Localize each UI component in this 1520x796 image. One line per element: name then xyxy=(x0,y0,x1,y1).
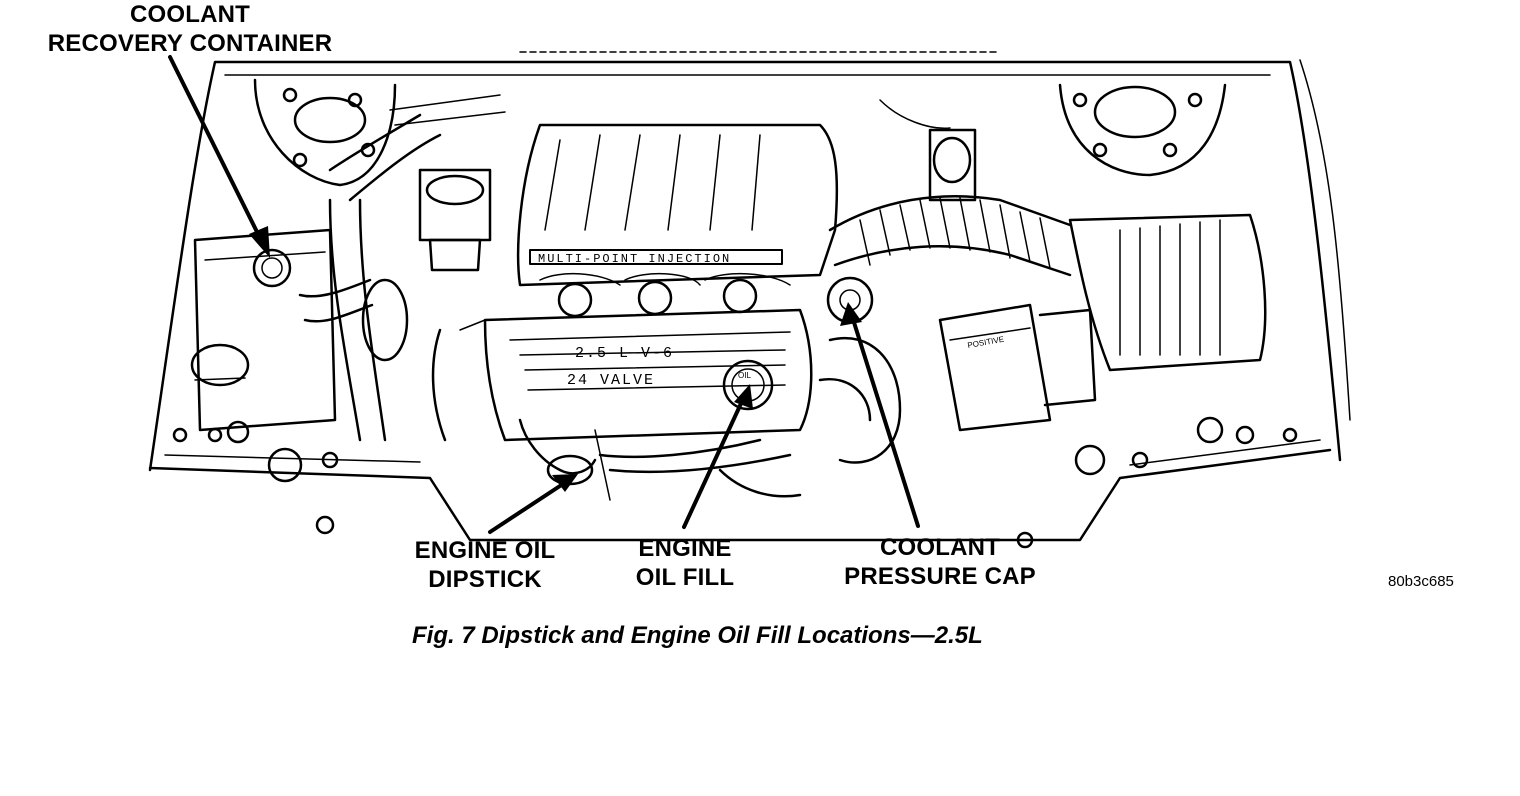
engine-oil-fill-label: ENGINE OIL FILL xyxy=(610,534,760,592)
label-line: PRESSURE CAP xyxy=(844,563,1036,590)
coolant-pressure-cap-label: COOLANT PRESSURE CAP xyxy=(835,533,1045,591)
dipstick-area xyxy=(518,418,802,501)
label-line: OIL FILL xyxy=(635,564,735,591)
dipstick-arrowhead xyxy=(552,474,578,492)
figure-caption: Fig. 7 Dipstick and Engine Oil Fill Loca… xyxy=(412,622,983,649)
dipstick-leader xyxy=(488,480,568,534)
label-line: DIPSTICK xyxy=(428,566,542,593)
displacement-marking: 2.5 L V-6 xyxy=(575,345,674,362)
coolant-recovery-container-label: COOLANT RECOVERY CONTAINER xyxy=(20,0,360,58)
label-line: ENGINE OIL xyxy=(414,537,556,564)
body-outline xyxy=(148,51,1351,542)
right-strut-tower xyxy=(1058,83,1227,177)
engine-oil-dipstick-label: ENGINE OIL DIPSTICK xyxy=(395,536,575,594)
oil-fill-arrowhead xyxy=(734,384,753,409)
label-line: ENGINE xyxy=(638,535,732,562)
fasteners xyxy=(172,416,1298,549)
label-line: RECOVERY CONTAINER xyxy=(47,30,333,57)
figure-id: 80b3c685 xyxy=(1388,573,1454,590)
coolant-recovery-arrowhead xyxy=(249,226,270,258)
coolant-recovery-leader xyxy=(168,55,264,244)
right-hose xyxy=(818,336,902,464)
arrowheads xyxy=(249,226,862,492)
label-line: COOLANT xyxy=(129,1,251,28)
valve-cover xyxy=(431,308,813,442)
intake-plenum xyxy=(516,123,839,318)
label-line: COOLANT xyxy=(879,534,1001,561)
power-distribution-center xyxy=(938,303,1097,432)
pressure-cap-arrowhead xyxy=(840,302,862,326)
valves-marking: 24 VALVE xyxy=(567,372,655,389)
leader-lines xyxy=(168,55,920,534)
oil-fill-leader xyxy=(682,395,746,529)
air-intake-duct xyxy=(828,195,1072,277)
pressure-cap-leader xyxy=(850,314,920,528)
left-hoses xyxy=(298,94,506,442)
oil-cap-marking: OIL xyxy=(738,371,751,380)
left-strut-tower xyxy=(253,78,397,187)
brake-master-cylinder xyxy=(418,168,492,272)
coolant-recovery-container xyxy=(190,228,337,432)
throttle-body xyxy=(879,99,977,202)
air-cleaner-box xyxy=(1068,213,1267,372)
intake-marking: MULTI-POINT INJECTION xyxy=(538,252,731,266)
